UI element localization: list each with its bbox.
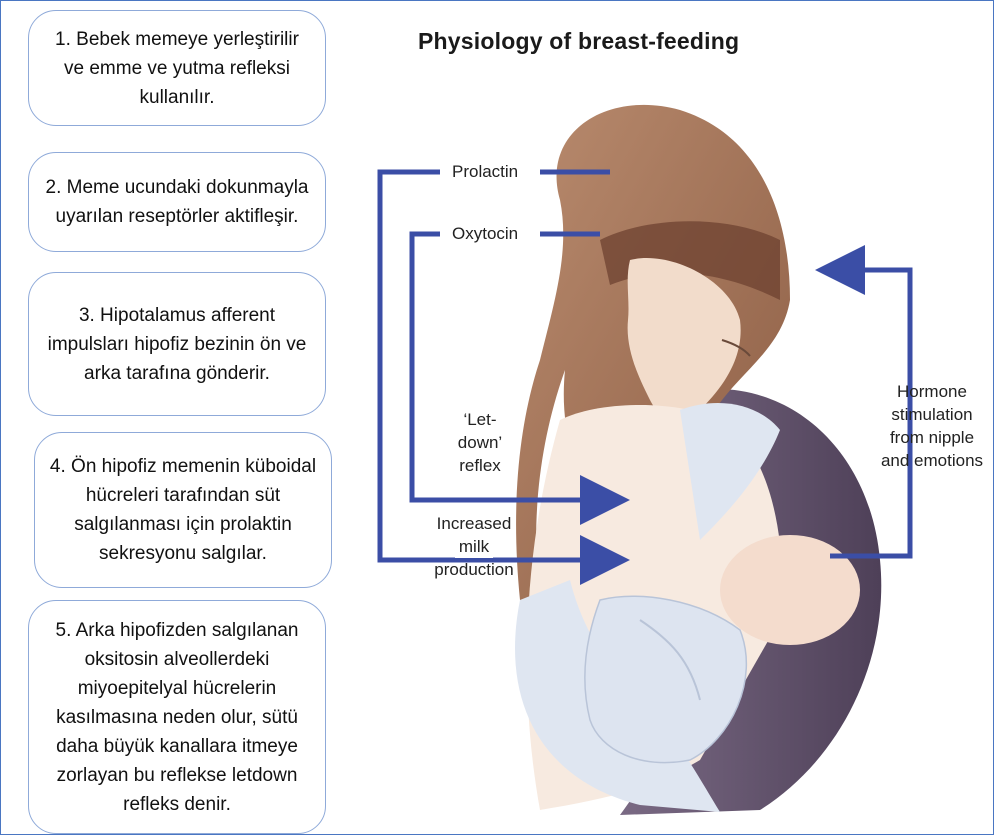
label-oxytocin: Oxytocin — [448, 222, 522, 245]
label-milk-line2: milk — [455, 535, 493, 558]
baby-head — [720, 535, 860, 645]
label-prolactin: Prolactin — [448, 160, 522, 183]
label-hormone-line3: from nipple — [868, 426, 996, 449]
label-hormone-stimulation: Hormone stimulation from nipple and emot… — [864, 380, 996, 472]
label-hormone-line2: stimulation — [868, 403, 996, 426]
label-letdown-line2: down’ — [446, 431, 514, 454]
label-milk-line3: production — [426, 558, 522, 581]
label-letdown-reflex: ‘Let- down’ reflex — [442, 408, 518, 477]
label-increased-milk: Increased milk production — [422, 512, 526, 581]
label-letdown-line3: reflex — [446, 454, 514, 477]
label-letdown-line1: ‘Let- — [446, 408, 514, 431]
label-hormone-line1: Hormone — [868, 380, 996, 403]
label-milk-line1: Increased — [426, 512, 522, 535]
label-hormone-line4: and emotions — [868, 449, 996, 472]
